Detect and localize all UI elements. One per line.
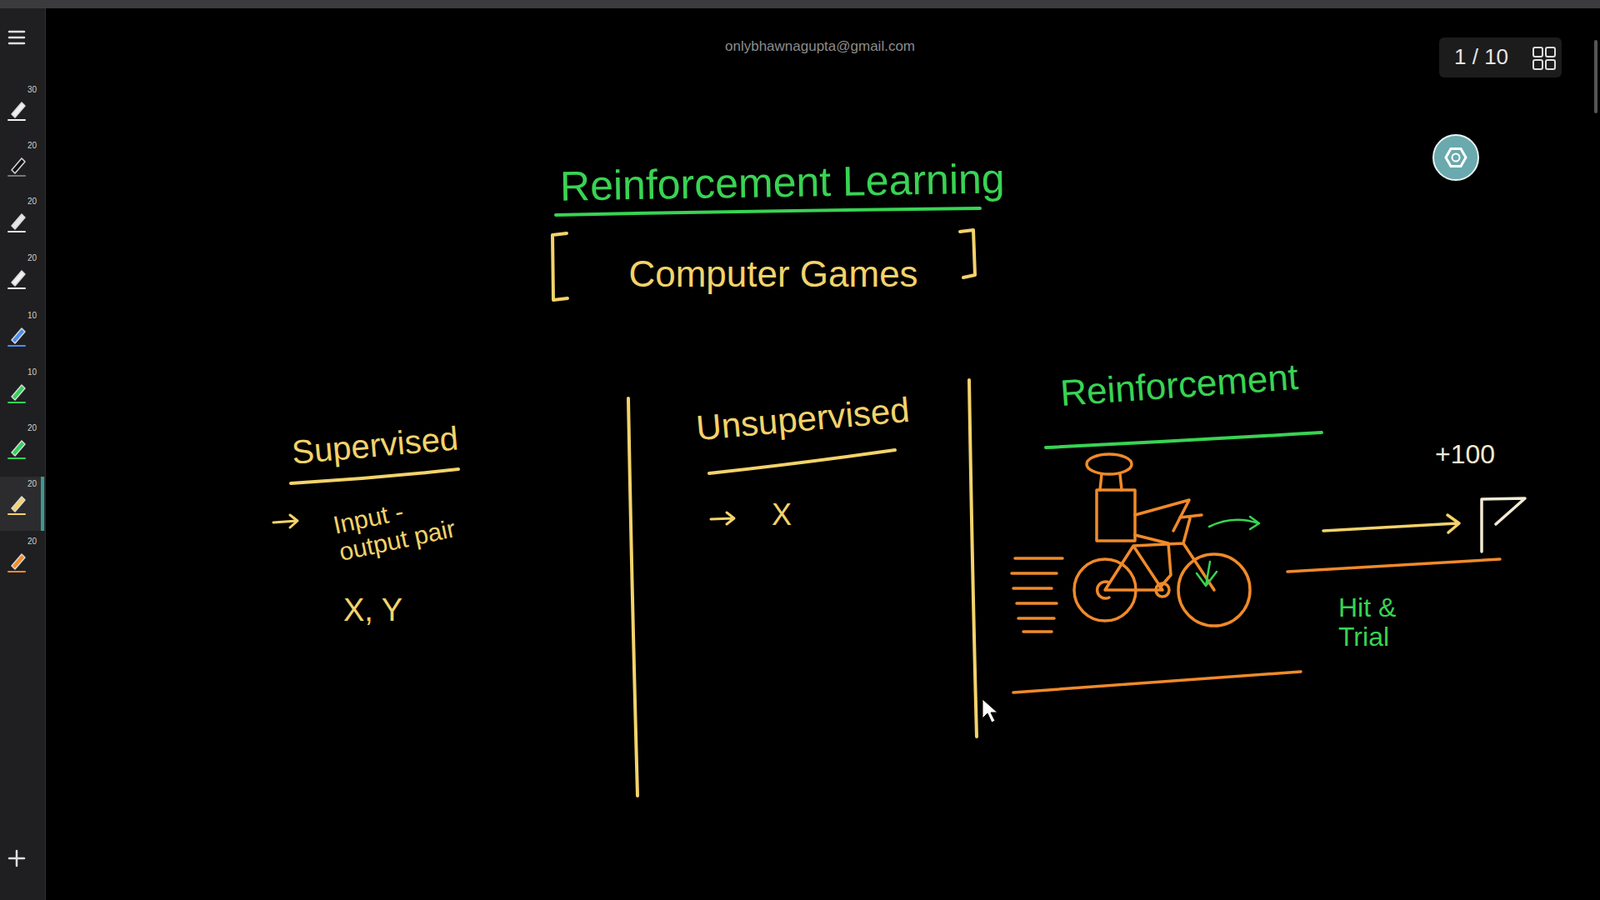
- page-indicator-box: [1439, 37, 1562, 78]
- active-tool-ground: [0, 476, 45, 531]
- pen-size: 20: [27, 423, 37, 433]
- column-heading: Unsupervised: [694, 390, 911, 448]
- settings-button: [1433, 135, 1479, 180]
- pen-size: 20: [27, 196, 37, 206]
- page-counter: 1 / 10: [1454, 45, 1509, 70]
- bracket: [960, 230, 975, 278]
- column-divider: [628, 398, 638, 796]
- bracket: [552, 233, 568, 300]
- grid-icon: [1533, 47, 1555, 70]
- grid-cell: [1533, 47, 1543, 57]
- pen-size: 30: [27, 85, 37, 95]
- settings-nut: [1445, 149, 1466, 167]
- column-divider: [969, 380, 977, 737]
- variable-label: X, Y: [343, 593, 403, 629]
- tool-sidebar: [0, 8, 45, 900]
- menu-line: [9, 42, 25, 45]
- column-heading: Reinforcement: [1059, 356, 1300, 414]
- subtitle: Computer Games: [628, 254, 918, 295]
- pen-icon: [11, 102, 25, 118]
- pen-underline: [8, 457, 25, 460]
- pen-icon: [11, 270, 25, 286]
- note: Hit & Trial: [1338, 593, 1430, 652]
- note: Input - output pair: [330, 482, 481, 566]
- scrollbar: [1594, 40, 1598, 114]
- watermark-email: onlybhawnagupta@gmail.com: [725, 39, 915, 55]
- pen-icon: [11, 496, 25, 512]
- title-underline: [555, 208, 980, 215]
- pen-size: 20: [27, 479, 37, 489]
- settings-hole: [1452, 154, 1460, 162]
- page-title: Reinforcement Learning: [560, 155, 1006, 210]
- pen-underline: [8, 345, 25, 347]
- heading-underline: [290, 469, 459, 484]
- reward-value: +100: [1435, 440, 1495, 470]
- bullet-arrow: [273, 515, 298, 528]
- pen-size: 20: [27, 536, 37, 546]
- track-line: [1287, 559, 1500, 572]
- mouse-cursor: [982, 699, 998, 723]
- pen-icon: [11, 385, 25, 400]
- pen-icon: [11, 328, 25, 344]
- pen-underline: [8, 175, 25, 177]
- rider-neck: [1100, 474, 1122, 490]
- pen-underline: [8, 570, 25, 573]
- pen-size: 10: [27, 310, 37, 320]
- pen-size: 10: [27, 367, 37, 377]
- speed-lines: [1011, 558, 1063, 632]
- heading-underline: [1045, 432, 1322, 448]
- rider-head: [1086, 454, 1132, 475]
- pen-underline: [8, 287, 25, 290]
- motion-arrow: [1209, 516, 1260, 530]
- pen-underline: [8, 513, 25, 515]
- bullet-arrow: [710, 512, 735, 525]
- menu-line: [9, 36, 25, 40]
- rider-arm: [1135, 500, 1190, 531]
- menu-icon: [9, 31, 25, 44]
- ground-line: [1013, 671, 1301, 693]
- cyclist-drawing: [1011, 454, 1500, 693]
- pen-icon: [11, 158, 25, 174]
- sidebar-border: [45, 8, 46, 900]
- pen-size: 20: [27, 140, 37, 150]
- pen-underline: [8, 230, 25, 233]
- pen-icon: [11, 214, 25, 230]
- rider-leg: [1135, 535, 1171, 588]
- pen-icon: [11, 440, 25, 456]
- add-icon: [9, 850, 25, 866]
- bicycle-frame: [1105, 515, 1215, 590]
- pen-icon: [11, 554, 25, 570]
- pen-underline: [8, 401, 25, 404]
- pen-underline: [8, 119, 25, 121]
- grid-cell: [1545, 47, 1555, 57]
- pen-size: 20: [27, 253, 37, 263]
- heading-underline: [709, 450, 895, 474]
- goal-arrow: [1323, 515, 1460, 533]
- top-bar: [0, 0, 1600, 9]
- variable-label: X: [771, 498, 792, 532]
- active-tool-bar: [40, 476, 45, 531]
- menu-line: [9, 30, 25, 34]
- rider-body: [1096, 490, 1135, 541]
- column-heading: Supervised: [290, 419, 460, 470]
- grid-cell: [1545, 60, 1555, 70]
- add-line: [15, 850, 19, 866]
- grid-cell: [1533, 60, 1543, 70]
- motion-mark: [1196, 561, 1217, 586]
- goal-flag: [1481, 498, 1525, 552]
